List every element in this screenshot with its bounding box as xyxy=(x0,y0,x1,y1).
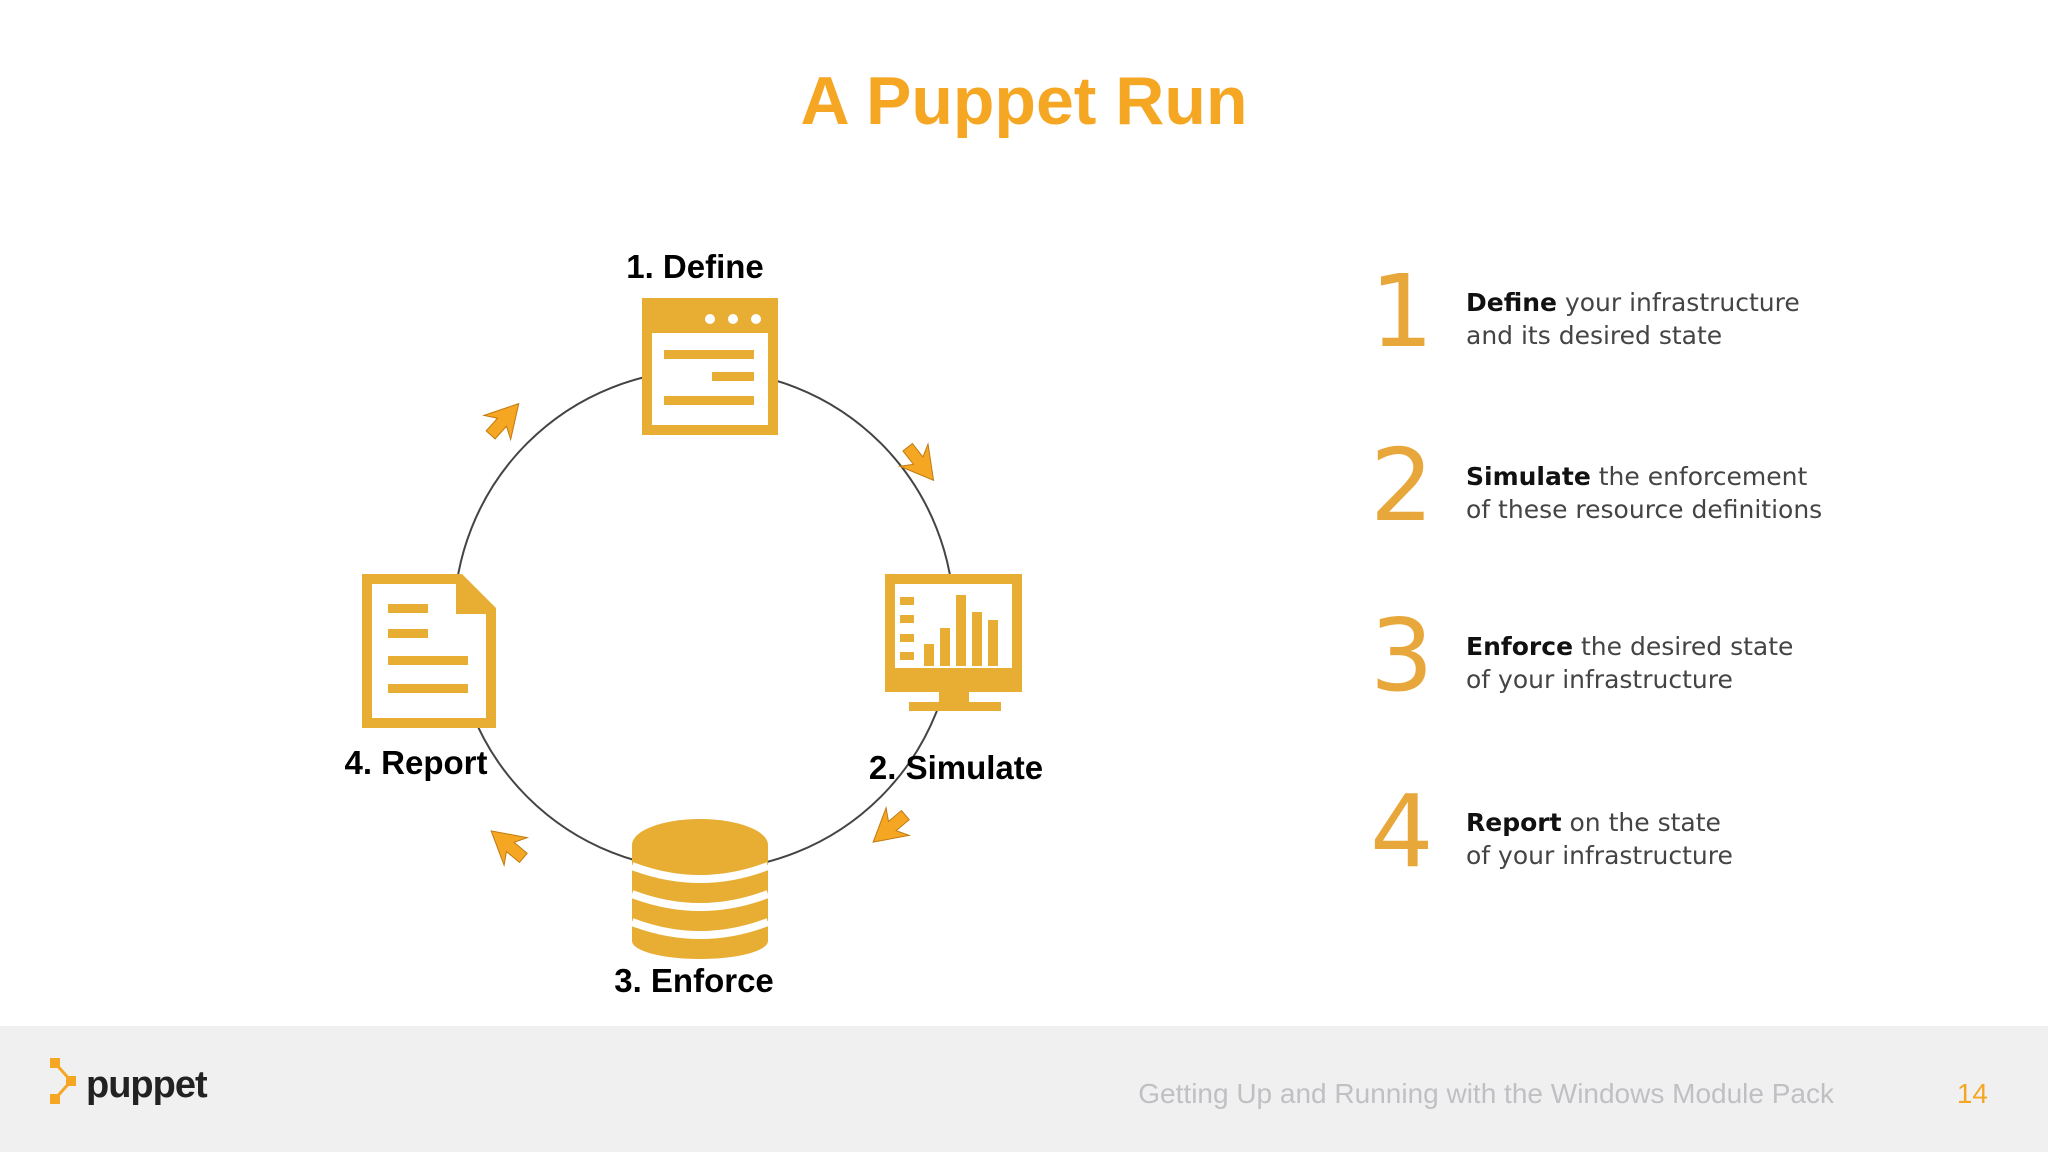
monitor-chart-icon xyxy=(885,574,1022,711)
cycle-ring xyxy=(453,369,955,871)
arrow-enforce-to-report xyxy=(490,830,530,868)
footer-subtitle: Getting Up and Running with the Windows … xyxy=(1138,1078,1834,1109)
step-1: 1 Define your infrastructure and its des… xyxy=(1370,262,1930,390)
step-keyword: Define xyxy=(1466,288,1557,317)
slide-footer: puppet Getting Up and Running with the W… xyxy=(0,1026,2048,1152)
step-number: 4 xyxy=(1370,773,1434,890)
step-line2: and its desired state xyxy=(1466,321,1723,350)
step-number: 3 xyxy=(1370,597,1434,714)
logo-text: puppet xyxy=(86,1064,208,1106)
label-report: 4. Report xyxy=(344,744,487,781)
slide-title: A Puppet Run xyxy=(800,63,1248,139)
step-line1-rest: the desired state xyxy=(1573,632,1794,661)
puppet-run-cycle-diagram: 1. Define 2. Simulate 3. Enforce 4. Repo… xyxy=(344,248,1043,999)
arrow-define-to-simulate xyxy=(897,442,935,482)
step-3: 3 Enforce the desired state of your infr… xyxy=(1370,606,1930,734)
label-simulate: 2. Simulate xyxy=(869,749,1043,786)
step-keyword: Report xyxy=(1466,808,1562,837)
step-line1-rest: the enforcement xyxy=(1590,462,1808,491)
arrow-report-to-define xyxy=(482,402,520,442)
step-4: 4 Report on the state of your infrastruc… xyxy=(1370,782,1930,910)
step-keyword: Simulate xyxy=(1466,462,1591,491)
step-line1-rest: your infrastructure xyxy=(1557,288,1800,317)
step-line2: of these resource definitions xyxy=(1466,495,1823,524)
label-enforce: 3. Enforce xyxy=(614,962,774,999)
step-description: Report on the state of your infrastructu… xyxy=(1466,806,1926,872)
puppet-logo: puppet xyxy=(46,1056,246,1116)
step-line1-rest: on the state xyxy=(1561,808,1721,837)
browser-window-icon xyxy=(642,298,778,435)
step-number: 1 xyxy=(1370,253,1434,370)
database-icon xyxy=(630,819,770,959)
step-line2: of your infrastructure xyxy=(1466,841,1733,870)
puppet-logo-icon xyxy=(50,1058,76,1104)
step-2: 2 Simulate the enforcement of these reso… xyxy=(1370,436,1930,564)
page-number: 14 xyxy=(1956,1078,1988,1109)
step-description: Enforce the desired state of your infras… xyxy=(1466,630,1926,696)
label-define: 1. Define xyxy=(626,248,764,285)
step-description: Simulate the enforcement of these resour… xyxy=(1466,460,1926,526)
document-icon xyxy=(362,574,496,728)
step-line2: of your infrastructure xyxy=(1466,665,1733,694)
arrow-simulate-to-enforce xyxy=(872,805,912,843)
step-description: Define your infrastructure and its desir… xyxy=(1466,286,1926,352)
step-keyword: Enforce xyxy=(1466,632,1574,661)
step-number: 2 xyxy=(1370,427,1434,544)
